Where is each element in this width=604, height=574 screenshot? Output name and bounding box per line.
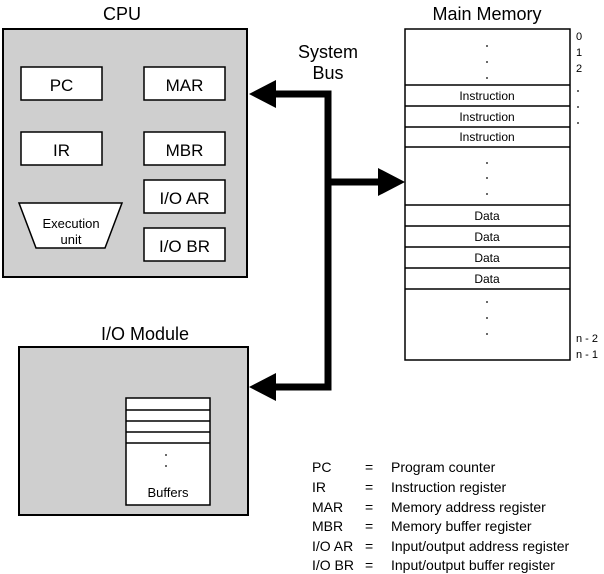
mbr-register: MBR	[143, 131, 226, 166]
memory-address-1: 1	[576, 47, 582, 59]
io-ar-register: I/O AR	[143, 179, 226, 214]
legend-abbr: MAR	[312, 499, 343, 515]
io-module-title: I/O Module	[101, 324, 189, 344]
legend-equals: =	[365, 459, 373, 475]
io-buffers: Buffers	[125, 397, 211, 506]
execution-unit-label-line2: unit	[61, 232, 82, 247]
memory-address-n-1: n - 1	[576, 349, 598, 361]
io-br-register: I/O BR	[143, 227, 226, 262]
main-memory-title: Main Memory	[432, 4, 541, 24]
ir-register-label: IR	[53, 141, 70, 160]
memory-address-n-2: n - 2	[576, 333, 598, 345]
pc-register-label: PC	[50, 76, 74, 95]
buffers-label: Buffers	[148, 485, 189, 500]
memory-data-cell: Data	[474, 251, 500, 265]
legend-abbr: PC	[312, 459, 331, 475]
legend-abbr: I/O AR	[312, 538, 353, 554]
main-memory-box: Instruction Instruction Instruction Data…	[404, 28, 571, 361]
memory-instruction-cell: Instruction	[459, 130, 514, 144]
legend-equals: =	[365, 479, 373, 495]
execution-unit-label-line1: Execution	[42, 216, 99, 231]
memory-instruction-cell: Instruction	[459, 110, 514, 124]
bus-arrow-to-io-module	[249, 373, 276, 401]
mar-register: MAR	[143, 66, 226, 101]
legend-equals: =	[365, 538, 373, 554]
memory-data-cell: Data	[474, 272, 500, 286]
legend-abbr: MBR	[312, 518, 343, 534]
memory-data-cell: Data	[474, 230, 500, 244]
legend-equals: =	[365, 518, 373, 534]
mar-register-label: MAR	[166, 76, 204, 95]
legend-abbr: IR	[312, 479, 326, 495]
legend-description: Memory address register	[391, 499, 546, 515]
pc-register: PC	[20, 66, 103, 101]
io-br-register-label: I/O BR	[159, 237, 210, 256]
memory-address-2: 2	[576, 63, 582, 75]
legend-abbr: I/O BR	[312, 557, 354, 573]
system-bus	[270, 90, 383, 391]
legend-equals: =	[365, 499, 373, 515]
execution-unit: Execution unit	[17, 202, 124, 249]
io-ar-register-label: I/O AR	[159, 189, 209, 208]
legend-description: Input/output buffer register	[391, 557, 555, 573]
legend-description: Program counter	[391, 459, 496, 475]
mbr-register-label: MBR	[166, 141, 204, 160]
bus-arrow-to-cpu	[249, 80, 276, 108]
cpu-title: CPU	[103, 4, 141, 24]
legend-description: Memory buffer register	[391, 518, 532, 534]
legend-description: Instruction register	[391, 479, 506, 495]
memory-instruction-cell: Instruction	[459, 89, 514, 103]
bus-arrow-to-memory	[378, 168, 405, 196]
memory-data-cell: Data	[474, 209, 500, 223]
system-bus-label-line2: Bus	[312, 63, 343, 83]
ir-register: IR	[20, 131, 103, 166]
legend: PC = Program counter IR = Instruction re…	[312, 459, 570, 573]
legend-equals: =	[365, 557, 373, 573]
bus-vertical-line	[270, 90, 332, 391]
system-bus-label-line1: System	[298, 42, 358, 62]
legend-description: Input/output address register	[391, 538, 570, 554]
memory-address-0: 0	[576, 31, 582, 43]
memory-address-labels: 0 1 2 n - 2 n - 1	[576, 31, 598, 361]
